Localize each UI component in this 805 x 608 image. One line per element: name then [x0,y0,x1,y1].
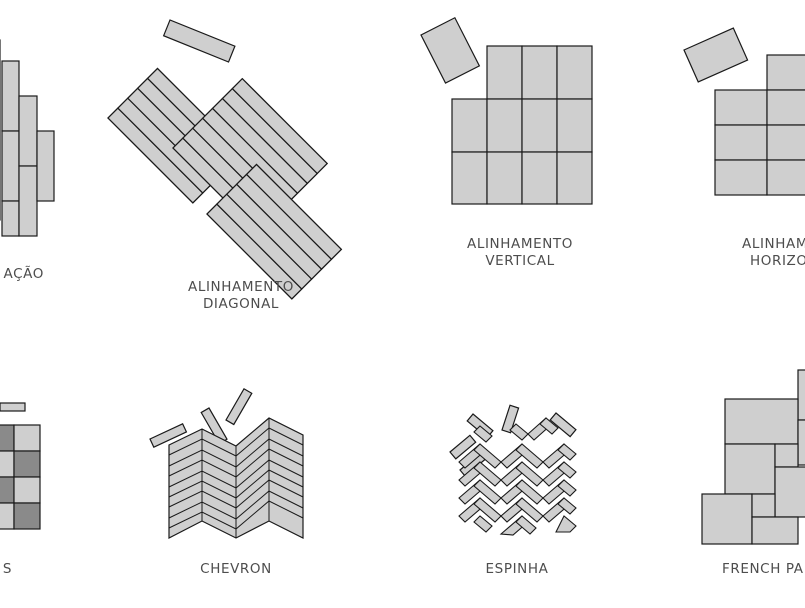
stagger-label: AÇÃO [0,266,44,283]
vertical-label-line-1: ALINHAMENTO [467,236,573,252]
diagonal-label-line-1: ALINHAMENTO [188,279,294,295]
checkerboard-label-line: S [2,561,12,577]
espinha-label: ESPINHA [457,561,577,578]
diagonal-label-line-2: DIAGONAL [202,296,280,312]
horizontal-label-line-1: ALINHAM [742,236,805,252]
vertical-label-line-2: VERTICAL [485,253,555,269]
chevron-label-line: CHEVRON [200,561,272,577]
french-label-line: FRENCH PA [722,561,804,577]
diagonal-alignment-label: ALINHAMENTO DIAGONAL [171,279,311,313]
horizontal-alignment-label: ALINHAM HORIZO [742,236,805,270]
chevron-label: CHEVRON [176,561,296,578]
checkerboard-label: S [0,561,12,578]
french-pattern-label: FRENCH PA [722,561,805,578]
espinha-label-line: ESPINHA [485,561,549,577]
vertical-alignment-label: ALINHAMENTO VERTICAL [450,236,590,270]
horizontal-label-line-2: HORIZO [750,253,805,269]
stagger-label-line: AÇÃO [3,266,44,282]
